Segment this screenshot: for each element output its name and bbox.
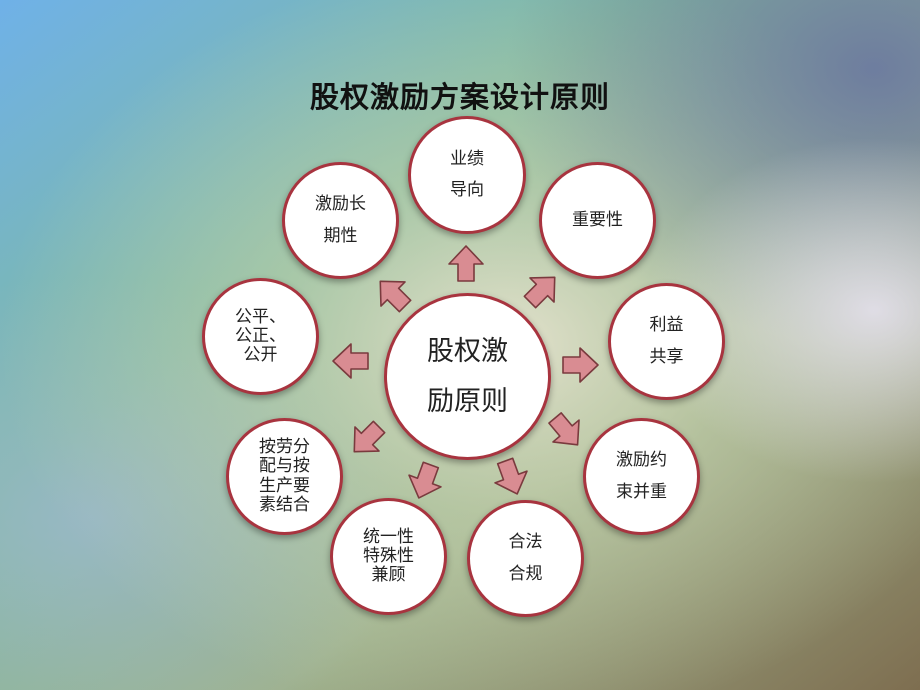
center-node: 股权激 励原则 xyxy=(384,293,551,460)
node-distribution: 按劳分 配与按 生产要 素结合 xyxy=(226,418,343,535)
node-label: 激励长 期性 xyxy=(315,194,366,246)
node-legal-compliance: 合法 合规 xyxy=(467,500,584,617)
arrow-icon xyxy=(353,420,386,453)
arrow-icon xyxy=(494,457,528,495)
node-fairness: 公平、 公正、 公开 xyxy=(202,278,319,395)
node-label: 统一性 特殊性 兼顾 xyxy=(363,526,414,586)
node-label: 业绩 导向 xyxy=(450,148,484,200)
node-label: 合法 合规 xyxy=(508,532,543,584)
node-unity-specificity: 统一性 特殊性 兼顾 xyxy=(330,498,447,615)
arrow-icon xyxy=(523,276,556,309)
node-label: 激励约 束并重 xyxy=(616,450,667,502)
node-importance: 重要性 xyxy=(539,162,656,279)
arrow-icon xyxy=(562,347,599,383)
center-label: 股权激 励原则 xyxy=(427,335,508,417)
node-label: 重要性 xyxy=(572,209,623,230)
node-benefit-sharing: 利益 共享 xyxy=(608,283,725,400)
arrow-icon xyxy=(379,280,412,313)
node-label: 按劳分 配与按 生产要 素结合 xyxy=(259,437,310,515)
node-label: 利益 共享 xyxy=(649,315,684,367)
node-performance: 业绩 导向 xyxy=(408,116,526,234)
node-label: 公平、 公正、 公开 xyxy=(235,306,286,366)
node-long-term: 激励长 期性 xyxy=(282,162,399,279)
arrow-icon xyxy=(408,461,442,499)
diagram-title: 股权激励方案设计原则 xyxy=(309,80,610,114)
arrow-icon xyxy=(332,343,369,379)
node-incentive-constraint: 激励约 束并重 xyxy=(583,418,700,535)
arrow-icon xyxy=(548,412,580,446)
arrow-icon xyxy=(448,245,484,282)
